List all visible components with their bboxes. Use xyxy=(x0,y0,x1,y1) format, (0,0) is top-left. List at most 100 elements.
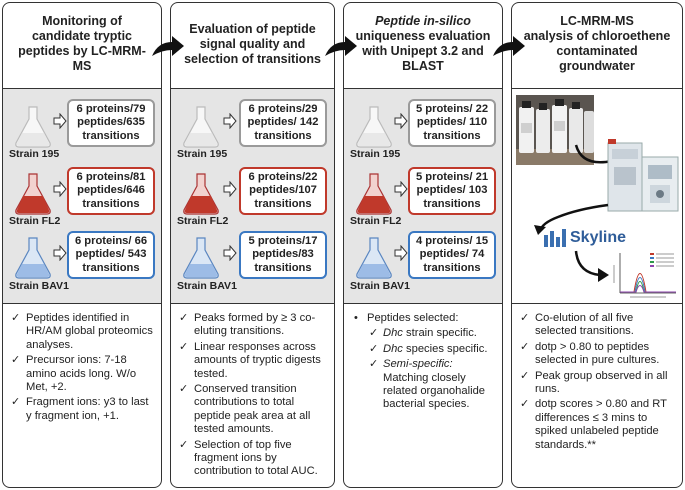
count-line: peptides/ 110 xyxy=(416,116,488,129)
right-arrow-icon xyxy=(223,181,237,197)
right-arrow-icon xyxy=(53,181,67,197)
step-3-title: Peptide in-silico uniqueness evaluation … xyxy=(344,3,502,85)
note-text: Matching closely related organohalide ba… xyxy=(383,371,486,411)
flask-icon xyxy=(15,106,51,148)
flask-icon xyxy=(356,106,392,148)
note-item: Conserved transition contributions to to… xyxy=(178,383,327,437)
count-line: peptides/ 543 xyxy=(75,248,147,261)
step-4-title: LC-MRM-MS analysis of chloroethene conta… xyxy=(512,3,682,85)
step-3-notes: Peptides selected: Dhc strain specific. … xyxy=(344,304,502,487)
note-item: Fragment ions: y3 to last y fragment ion… xyxy=(10,396,154,423)
note-item: Dhc species specific. xyxy=(351,342,495,357)
right-arrow-icon xyxy=(53,245,67,261)
count-line: 6 proteins/29 xyxy=(248,102,318,115)
step-1-title-line: candidate tryptic xyxy=(31,29,133,43)
count-line: peptides/635 xyxy=(77,116,145,129)
count-box-red: 5 proteins/ 21 peptides/ 103 transitions xyxy=(408,167,496,215)
step-2-title-line: Evaluation of peptide xyxy=(189,21,316,36)
chromatogram-image xyxy=(610,249,680,301)
count-line: peptides/83 xyxy=(252,248,314,261)
count-box-gray: 6 proteins/79 peptides/635 transitions xyxy=(67,99,155,147)
count-line: 5 proteins/17 xyxy=(248,234,318,247)
note-item: Peptides identified in HR/AM global prot… xyxy=(10,312,154,352)
count-line: peptides/ 142 xyxy=(247,116,319,129)
flow-curve-arrow-icon xyxy=(574,250,609,282)
step-3-title-line: uniqueness evaluation xyxy=(355,29,491,43)
count-line: 5 proteins/ 21 xyxy=(415,170,489,183)
flask-icon xyxy=(183,237,219,279)
count-line: peptides/107 xyxy=(249,184,317,197)
flow-arrow-icon xyxy=(325,36,357,56)
flow-arrow-icon xyxy=(152,36,184,56)
step-2-notes: Peaks formed by ≥ 3 co-eluting transitio… xyxy=(171,304,334,487)
strain-label: Strain BAV1 xyxy=(350,280,410,292)
strain-label: Strain BAV1 xyxy=(177,280,237,292)
step-1-title: Monitoring of candidate tryptic peptides… xyxy=(3,3,161,85)
step-3-title-line: with Unipept 3.2 and xyxy=(362,44,484,58)
count-line: transitions xyxy=(254,129,312,142)
note-text: species specific. xyxy=(402,342,488,355)
count-line: 6 proteins/22 xyxy=(248,170,318,183)
note-item: Peaks formed by ≥ 3 co-eluting transitio… xyxy=(178,312,327,339)
note-item: Co-elution of all five selected transiti… xyxy=(519,312,675,339)
note-emphasis: Dhc xyxy=(383,342,403,355)
step-4-workflow: Skyline xyxy=(512,88,682,304)
count-box-blue: 5 proteins/17 peptides/83 transitions xyxy=(239,231,327,279)
note-emphasis: Dhc xyxy=(383,327,403,340)
note-item: dotp scores > 0.80 and RT differences ≤ … xyxy=(519,398,675,452)
right-arrow-icon xyxy=(394,181,408,197)
right-arrow-icon xyxy=(223,113,237,129)
count-line: transitions xyxy=(423,197,481,210)
count-line: 6 proteins/79 xyxy=(76,102,146,115)
note-item: Peak group observed in all runs. xyxy=(519,370,675,397)
step-4-title-line: contaminated groundwater xyxy=(556,44,638,73)
step-4-notes: Co-elution of all five selected transiti… xyxy=(512,304,682,487)
count-box-blue: 4 proteins/ 15 peptides/ 74 transitions xyxy=(408,231,496,279)
step-2-title: Evaluation of peptide signal quality and… xyxy=(171,3,334,85)
note-emphasis: Semi-specific: xyxy=(383,358,453,371)
step-2-title-line: signal quality and xyxy=(199,36,306,51)
flow-arrow-icon xyxy=(493,36,525,56)
count-line: 5 proteins/ 22 xyxy=(415,102,489,115)
strain-label: Strain FL2 xyxy=(177,215,229,227)
skyline-label: Skyline xyxy=(570,229,627,246)
note-item: Dhc strain specific. xyxy=(351,327,495,341)
step-3-panel: Peptide in-silico uniqueness evaluation … xyxy=(343,2,503,488)
count-line: transitions xyxy=(254,261,312,274)
count-box-gray: 5 proteins/ 22 peptides/ 110 transitions xyxy=(408,99,496,147)
strain-label: Strain 195 xyxy=(177,148,228,160)
skyline-logo-icon xyxy=(544,229,566,247)
right-arrow-icon xyxy=(394,245,408,261)
strain-label: Strain FL2 xyxy=(350,215,402,227)
right-arrow-icon xyxy=(394,113,408,129)
step-3-title-line: BLAST xyxy=(402,59,444,73)
flask-icon xyxy=(356,173,392,215)
step-1-title-line: Monitoring of xyxy=(42,14,122,28)
step-3-title-italic: Peptide in-silico xyxy=(375,14,471,28)
step-4-title-line: LC-MRM-MS xyxy=(560,14,634,28)
strain-label: Strain FL2 xyxy=(9,215,61,227)
strain-label: Strain BAV1 xyxy=(9,280,69,292)
count-line: 4 proteins/ 15 xyxy=(415,234,489,247)
flask-icon xyxy=(183,173,219,215)
step-3-strains: Strain 195 5 proteins/ 22 peptides/ 110 … xyxy=(344,88,502,304)
count-line: transitions xyxy=(82,129,140,142)
mass-spectrometer-image xyxy=(607,139,679,212)
step-1-title-line: peptides by LC-MRM- xyxy=(18,44,146,58)
step-1-panel: Monitoring of candidate tryptic peptides… xyxy=(2,2,162,488)
flask-icon xyxy=(15,237,51,279)
step-4-title-line: analysis of chloroethene xyxy=(523,29,671,43)
step-2-title-line: selection of transitions xyxy=(184,51,321,66)
note-item: Selection of top five fragment ions by c… xyxy=(178,439,327,479)
note-item: Precursor ions: 7-18 amino acids long. W… xyxy=(10,354,154,394)
count-box-red: 6 proteins/22 peptides/107 transitions xyxy=(239,167,327,215)
strain-label: Strain 195 xyxy=(350,148,401,160)
note-item: Peptides selected: xyxy=(351,312,495,326)
flask-icon xyxy=(183,106,219,148)
note-text: strain specific. xyxy=(402,327,477,340)
count-line: peptides/ 74 xyxy=(419,248,485,261)
count-line: transitions xyxy=(423,261,481,274)
step-4-panel: LC-MRM-MS analysis of chloroethene conta… xyxy=(511,2,683,488)
step-1-strains: Strain 195 6 proteins/79 peptides/635 tr… xyxy=(3,88,161,304)
note-item: Semi-specific: Matching closely related … xyxy=(351,358,495,412)
